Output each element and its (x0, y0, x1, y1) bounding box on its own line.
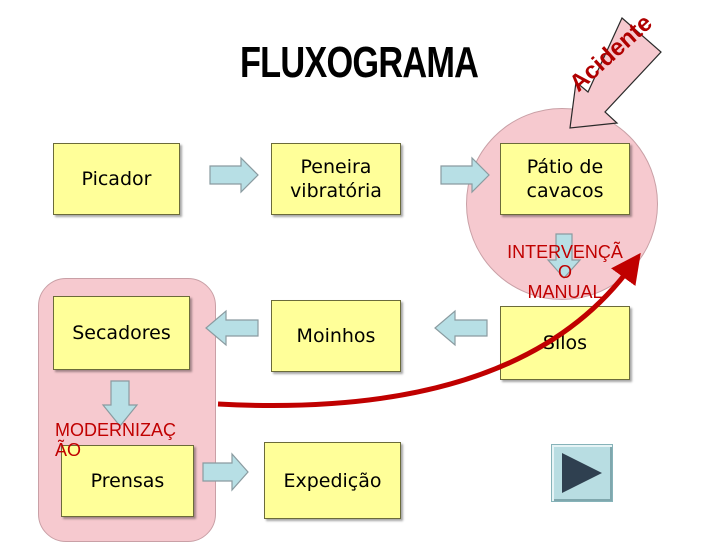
box-prensas: Prensas (61, 445, 194, 517)
arrow-picador-to-peneira (209, 156, 259, 194)
arrow-silos-to-moinhos (434, 309, 488, 347)
box-picador-label: Picador (81, 168, 152, 190)
intervencao-manual-label: INTERVENÇÃ O MANUAL (507, 242, 623, 302)
box-prensas-label: Prensas (90, 470, 165, 492)
box-patio: Pátio de cavacos (500, 143, 630, 215)
arrow-secadores-to-prensas (101, 380, 139, 427)
box-peneira-label: Peneira vibratória (290, 156, 382, 202)
modernizacao-label: MODERNIZAÇ ÃO (55, 420, 176, 460)
modernization-curve-arrow (217, 252, 641, 408)
box-patio-label: Pátio de cavacos (526, 156, 604, 202)
box-moinhos: Moinhos (271, 300, 401, 372)
box-secadores: Secadores (53, 296, 190, 370)
box-moinhos-label: Moinhos (296, 325, 376, 347)
box-peneira: Peneira vibratória (271, 143, 401, 215)
arrow-patio-to-silos (546, 233, 582, 279)
arrow-prensas-to-expedicao (202, 452, 249, 492)
box-picador: Picador (53, 143, 180, 215)
arrow-moinhos-to-secadores (205, 309, 259, 347)
accident-arrow (569, 17, 662, 129)
play-button[interactable] (551, 444, 613, 502)
box-secadores-label: Secadores (72, 322, 171, 344)
box-silos: Silos (500, 306, 630, 380)
play-triangle-icon (562, 453, 602, 493)
arrow-peneira-to-patio (440, 156, 490, 194)
box-expedicao-label: Expedição (283, 469, 382, 492)
box-expedicao: Expedição (264, 442, 401, 519)
